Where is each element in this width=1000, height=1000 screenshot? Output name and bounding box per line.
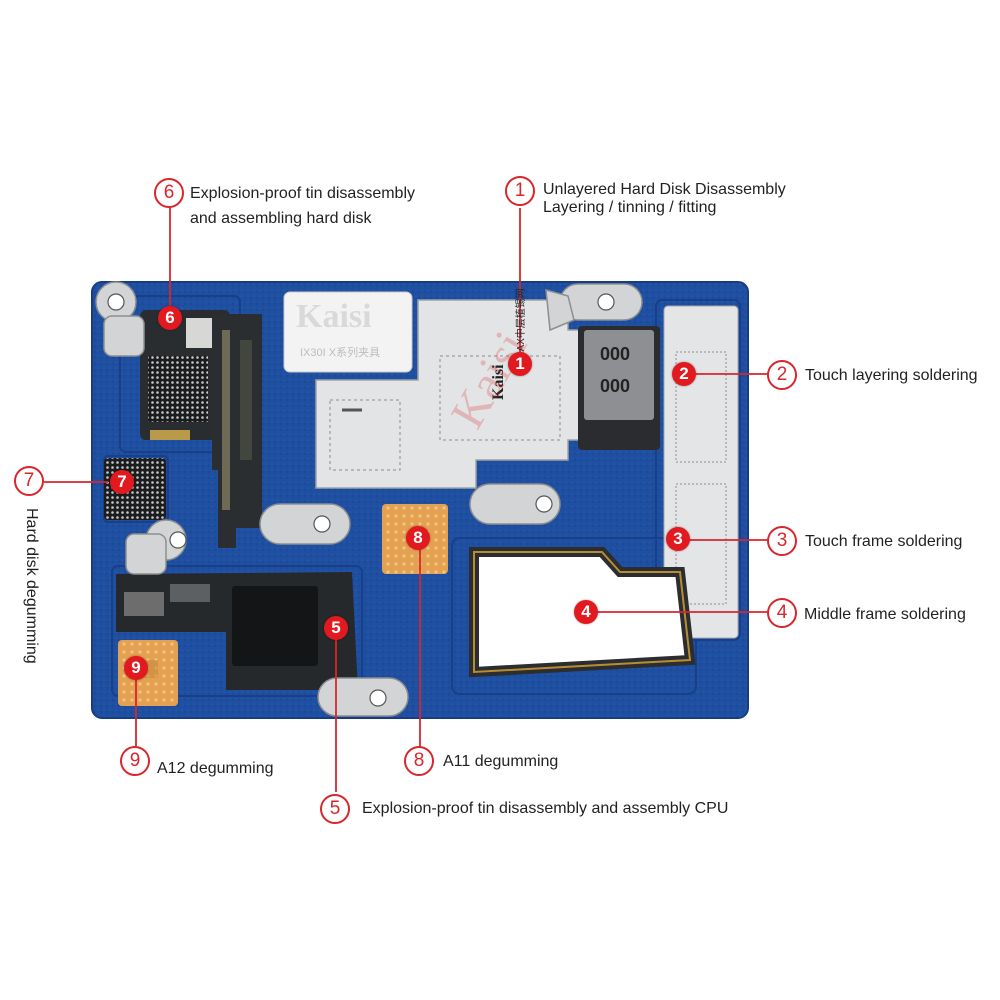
callout-6-line-2: and assembling hard disk xyxy=(190,210,372,227)
callout-3-label: Touch frame soldering xyxy=(805,533,963,550)
model-text: IX30I X系列夹具 xyxy=(300,347,381,359)
marker-5: 5 xyxy=(324,616,348,640)
marker-7: 7 xyxy=(110,470,134,494)
marker-4: 4 xyxy=(574,600,598,624)
logic-board-strip xyxy=(212,314,262,548)
marker-6: 6 xyxy=(158,306,182,330)
marker-1: 1 xyxy=(508,352,532,376)
leader-lines xyxy=(44,206,768,792)
callout-9-number: 9 xyxy=(120,746,150,776)
callout-8-number: 8 xyxy=(404,746,434,776)
callout-5-label: Explosion-proof tin disassembly and asse… xyxy=(362,800,729,817)
callout-1-number: 1 xyxy=(505,176,535,206)
sim-holder: 000 000 xyxy=(578,326,660,450)
callout-4-label: Middle frame soldering xyxy=(804,606,966,623)
brand-plate xyxy=(283,291,413,373)
stencil-plate xyxy=(315,299,581,489)
callout-1-line-1: Unlayered Hard Disk Disassembly xyxy=(543,181,786,198)
callout-6-number: 6 xyxy=(154,178,184,208)
hard-disk-board xyxy=(140,310,230,440)
svg-text:000: 000 xyxy=(600,344,630,364)
marker-2: 2 xyxy=(672,362,696,386)
marker-9: 9 xyxy=(124,656,148,680)
marker-8: 8 xyxy=(406,526,430,550)
cpu-board xyxy=(116,572,358,690)
svg-text:000: 000 xyxy=(600,376,630,396)
callout-3-number: 3 xyxy=(767,526,797,556)
clamp-group xyxy=(95,281,643,717)
callout-5-number: 5 xyxy=(320,794,350,824)
callout-7-label: Hard disk degumming xyxy=(23,508,40,664)
callout-1-label: Unlayered Hard Disk Disassembly Layering… xyxy=(543,179,786,219)
callout-4-number: 4 xyxy=(767,598,797,628)
callout-6-line-1: Explosion-proof tin disassembly xyxy=(190,185,415,202)
brand-logo: Kaisi xyxy=(296,298,372,335)
callout-6-label: Explosion-proof tin disassembly and asse… xyxy=(190,183,415,230)
callout-8-label: A11 degumming xyxy=(443,753,559,770)
callout-2-number: 2 xyxy=(767,360,797,390)
callout-1-line-2: Layering / tinning / fitting xyxy=(543,199,717,216)
touch-stencil-strip xyxy=(663,305,739,639)
marker-3: 3 xyxy=(666,527,690,551)
callout-9-label: A12 degumming xyxy=(157,760,274,777)
callout-7-number: 7 xyxy=(14,466,44,496)
callout-2-label: Touch layering soldering xyxy=(805,367,978,384)
